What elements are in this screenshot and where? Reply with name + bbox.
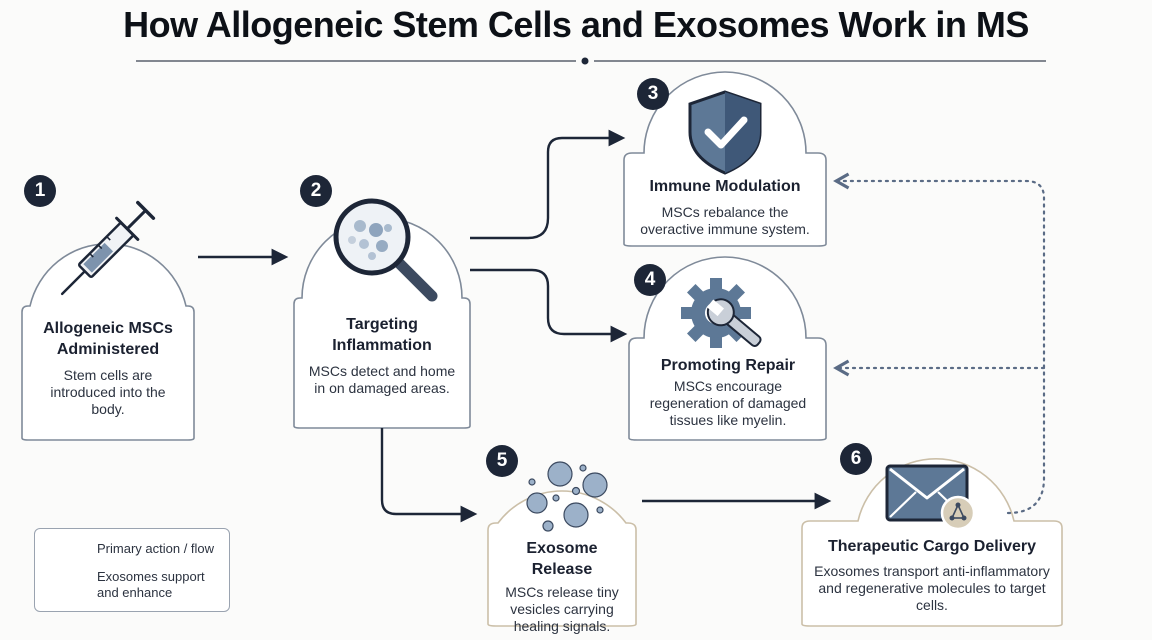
step-3-text: Immune Modulation MSCs rebalance the ove… <box>630 176 820 238</box>
step-4-badge: 4 <box>634 264 666 296</box>
legend-primary-label: Primary action / flow <box>97 541 215 556</box>
title-divider <box>136 57 1046 65</box>
step-5-card <box>487 490 637 627</box>
arrow-2-to-5 <box>380 428 478 523</box>
page-title: How Allogeneic Stem Cells and Exosomes W… <box>123 4 1029 45</box>
step-1-card <box>21 243 195 441</box>
legend-dotted-label: Exosomes support and enhance <box>97 569 205 600</box>
step-6-badge: 6 <box>840 443 872 475</box>
step-2-text: Targeting Inflammation MSCs detect and h… <box>300 314 464 397</box>
primary-arrows <box>198 129 832 523</box>
magnifier-icon <box>333 198 438 302</box>
step-5-text: Exosome Release MSCs release tiny vesicl… <box>494 538 630 635</box>
legend: Primary action / flow Exosomes support a… <box>34 528 230 612</box>
step-1-description: Stem cells are introduced into the body. <box>50 367 166 417</box>
step-1-title: Allogeneic MSCs Administered <box>43 320 173 358</box>
legend-dotted: Exosomes support and enhance <box>97 569 221 601</box>
shield-check-icon <box>688 90 762 175</box>
step-2-title: Targeting Inflammation <box>332 316 432 354</box>
step-5-description: MSCs release tiny vesicles carrying heal… <box>505 584 619 634</box>
step-6-card <box>801 458 1063 627</box>
step-4-card <box>628 256 827 441</box>
arrow-2-to-3 <box>470 129 626 240</box>
vesicles-icon <box>526 461 608 532</box>
step-1-text: Allogeneic MSCs Administered Stem cells … <box>28 318 188 418</box>
legend-primary: Primary action / flow <box>97 541 214 557</box>
step-4-description: MSCs encourage regeneration of damaged t… <box>649 378 807 428</box>
dotted-support-arrows <box>833 172 1046 515</box>
step-3-badge: 3 <box>637 78 669 110</box>
syringe-icon <box>60 200 156 296</box>
step-2-card <box>293 217 471 429</box>
step-5-badge: 5 <box>486 445 518 477</box>
step-5-title: Exosome Release <box>526 540 598 578</box>
step-1-badge: 1 <box>24 175 56 207</box>
step-3-description: MSCs rebalance the overactive immune sys… <box>640 204 810 237</box>
step-4-title: Promoting Repair <box>660 357 796 374</box>
step-6-title: Therapeutic Cargo Delivery <box>827 538 1037 555</box>
step-6-description: Exosomes transport anti-inflammatory and… <box>814 563 1050 613</box>
step-2-badge: 2 <box>300 175 332 207</box>
arrow-2-to-4 <box>470 268 628 343</box>
step-3-title: Immune Modulation <box>649 178 801 195</box>
envelope-icon <box>885 464 976 531</box>
dotted-6-to-3 <box>833 172 1046 515</box>
step-6-text: Therapeutic Cargo Delivery Exosomes tran… <box>808 536 1056 614</box>
step-2-description: MSCs detect and home in on damaged areas… <box>308 363 456 396</box>
step-4-text: Promoting Repair MSCs encourage regenera… <box>636 355 820 429</box>
gear-wrench-icon <box>681 278 762 348</box>
